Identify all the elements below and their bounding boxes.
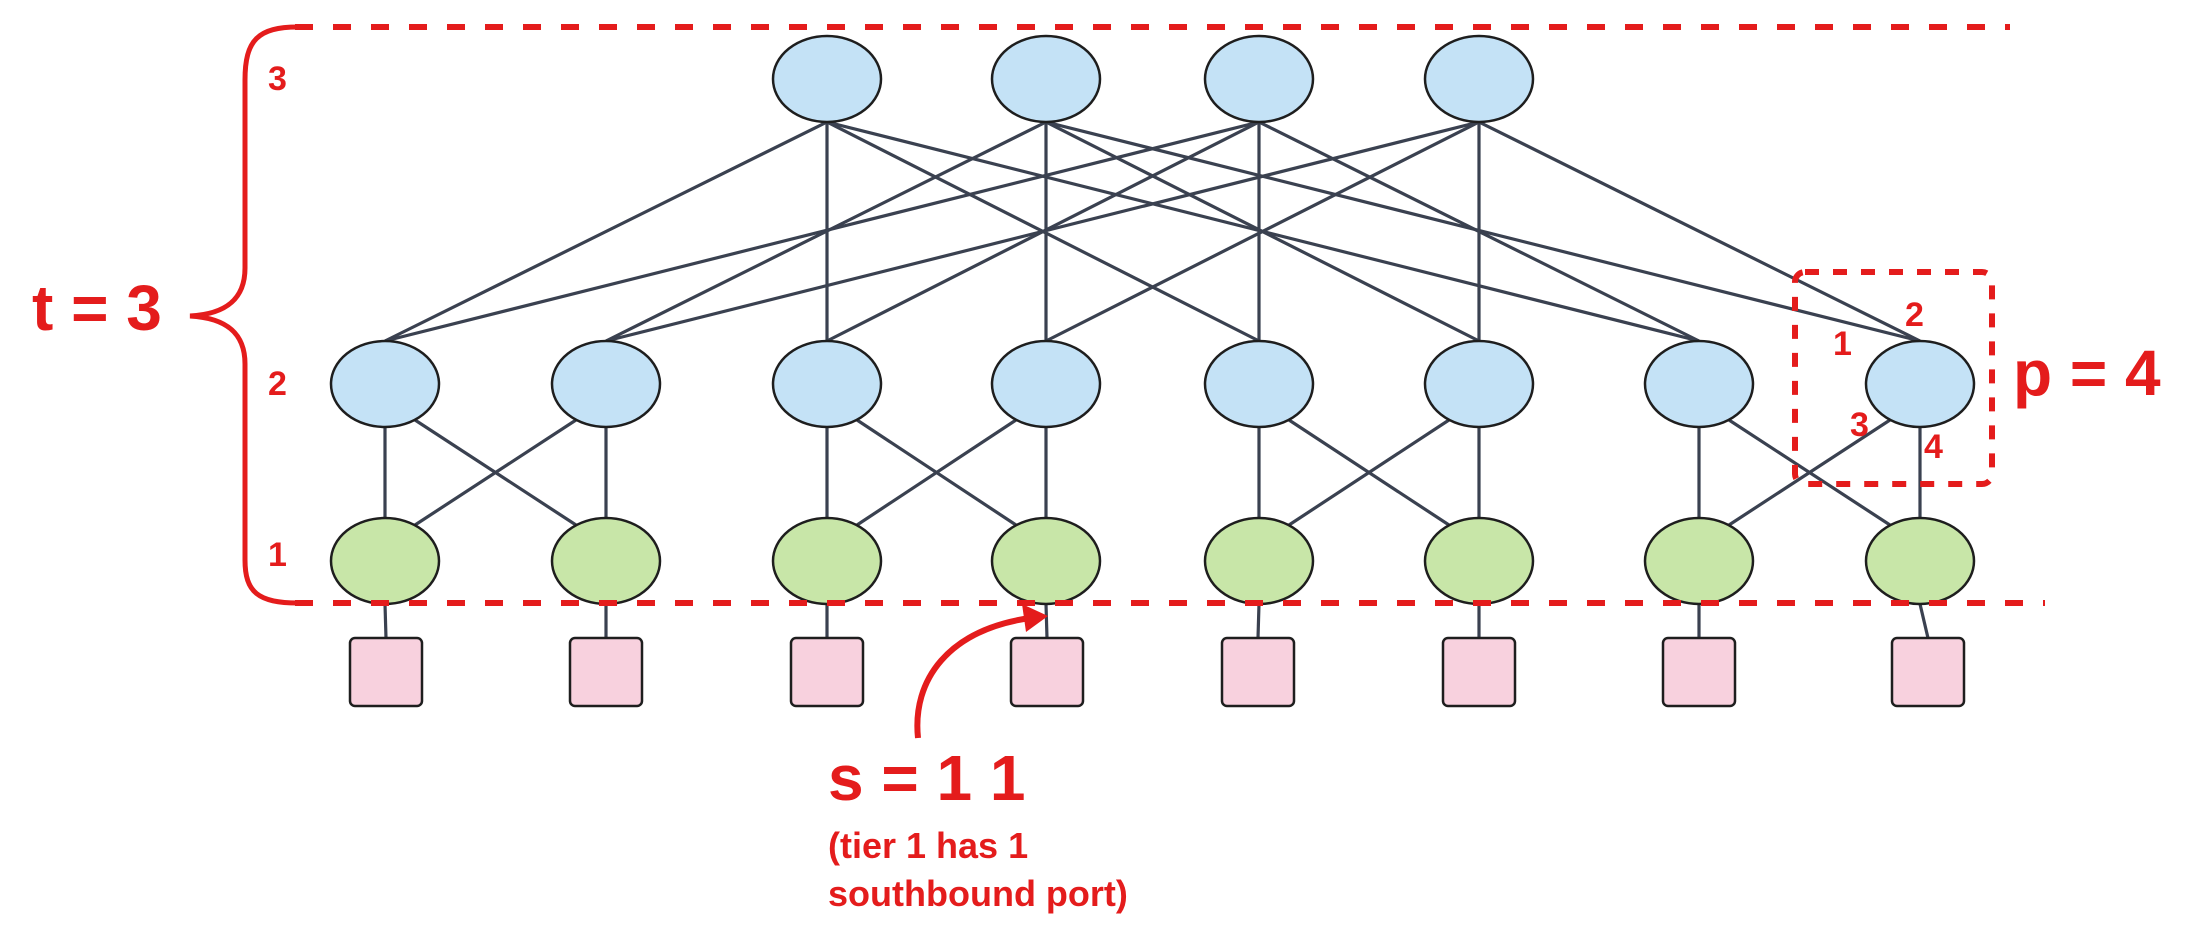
tier1-switch bbox=[1643, 516, 1755, 606]
link-tier2-tier1 bbox=[1288, 418, 1450, 527]
southbound-ports-label: s = 1 1 bbox=[828, 742, 1026, 814]
tier2-switch bbox=[1643, 339, 1755, 429]
link-tier1-host bbox=[1044, 603, 1049, 639]
host-node bbox=[1661, 636, 1737, 708]
tier2-switch bbox=[771, 339, 883, 429]
link-tier3-tier2 bbox=[1478, 120, 1921, 343]
tier1-switch bbox=[990, 516, 1102, 606]
tier1-switch bbox=[1423, 516, 1535, 606]
tier2-switch bbox=[1203, 339, 1315, 429]
tier3-switch bbox=[990, 34, 1102, 124]
link-tier3-tier2 bbox=[605, 120, 1480, 343]
link-tier2-tier1 bbox=[1728, 418, 1891, 527]
switch-port-highlight-box bbox=[1792, 269, 1995, 487]
southbound-note-line2: southbound port) bbox=[828, 873, 1128, 914]
tier3-switch bbox=[1203, 34, 1315, 124]
link-tier3-tier2 bbox=[384, 120, 1260, 343]
link-tier1-host bbox=[383, 603, 388, 639]
link-tier2-tier1 bbox=[414, 418, 577, 527]
link-tier3-tier2 bbox=[1045, 120, 1921, 343]
port-label-2: 2 bbox=[1905, 296, 1924, 334]
port-label-4: 4 bbox=[1924, 428, 1943, 466]
link-tier1-host bbox=[1256, 603, 1261, 639]
tier2-switch bbox=[990, 339, 1102, 429]
tier-label-2: 2 bbox=[268, 365, 287, 403]
link-tier3-tier2 bbox=[384, 120, 828, 343]
port-count-label: p = 4 bbox=[2013, 337, 2161, 409]
tier1-switch bbox=[771, 516, 883, 606]
host-node bbox=[1890, 636, 1966, 708]
host-node bbox=[1009, 636, 1085, 708]
link-tier3-tier2 bbox=[1045, 120, 1480, 343]
port-label-3: 3 bbox=[1850, 406, 1869, 444]
host-node bbox=[568, 636, 644, 708]
tier2-switch bbox=[550, 339, 662, 429]
tier3-switch bbox=[771, 34, 883, 124]
tier-label-1: 1 bbox=[268, 536, 287, 574]
tier-count-label: t = 3 bbox=[32, 272, 162, 344]
host-node bbox=[1220, 636, 1296, 708]
link-tier2-tier1 bbox=[856, 418, 1017, 527]
tier1-switch bbox=[1864, 516, 1976, 606]
port-label-1: 1 bbox=[1833, 325, 1852, 363]
tier2-switch bbox=[1423, 339, 1535, 429]
annotation-arrowhead bbox=[1022, 604, 1048, 632]
tier2-switch bbox=[1864, 339, 1976, 429]
tier-brace bbox=[189, 24, 299, 606]
host-node bbox=[1441, 636, 1517, 708]
tier1-switch bbox=[550, 516, 662, 606]
tier1-switch bbox=[329, 516, 441, 606]
tier1-switch bbox=[1203, 516, 1315, 606]
host-node bbox=[348, 636, 424, 708]
annotation-arrow bbox=[914, 615, 1031, 739]
tier2-switch bbox=[329, 339, 441, 429]
tier-label-3: 3 bbox=[268, 60, 287, 98]
southbound-note-line1: (tier 1 has 1 bbox=[828, 825, 1028, 866]
link-tier1-host bbox=[1918, 603, 1930, 639]
nodes bbox=[329, 34, 1976, 708]
tier3-switch bbox=[1423, 34, 1535, 124]
host-node bbox=[789, 636, 865, 708]
links bbox=[383, 120, 1930, 639]
